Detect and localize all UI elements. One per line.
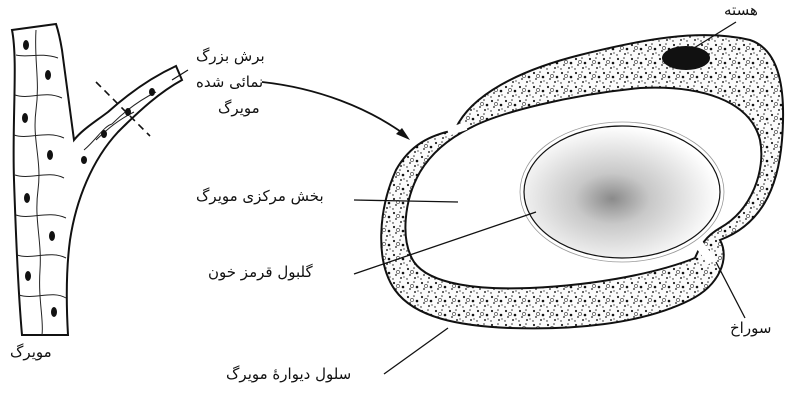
magnify-arrow xyxy=(262,82,404,134)
label-magnified-section-3: مویرگ xyxy=(218,100,260,117)
label-red-blood-cell: گلبول قرمز خون xyxy=(208,264,313,281)
label-capillary-lumen: بخش مرکزی مویرگ xyxy=(196,188,324,205)
capillary-vessel xyxy=(12,24,182,335)
label-pore: سوراخ xyxy=(730,320,771,337)
label-nucleus: هسته xyxy=(724,2,758,19)
label-wall-cell: سلول دیوارهٔ مویرگ xyxy=(226,366,351,383)
red-blood-cell-shape xyxy=(524,126,720,258)
label-magnified-section-1: برش بزرگ xyxy=(196,48,265,65)
nucleus-shape xyxy=(662,46,710,70)
label-magnified-section-2: نمائی شده xyxy=(196,74,263,91)
label-capillary: مویرگ xyxy=(10,344,52,361)
